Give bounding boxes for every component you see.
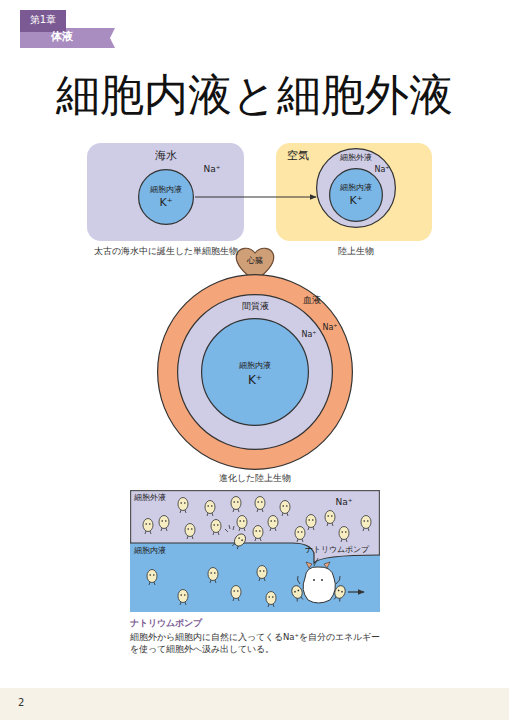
ion-label: Na⁺ [204,164,221,174]
interstitial-ring: 間質液 Na⁺ 細胞内液 K⁺ [177,294,333,450]
node-label: 心臓 [247,256,263,265]
caption: 陸上生物 [338,247,374,257]
node-label: 細胞外液 [340,153,372,162]
cell-circle-outline [201,318,309,426]
ion-label: Na⁺ [322,323,337,332]
node-label: 血液 [303,295,321,305]
node-label: 細胞内液 [340,183,372,192]
title: 細胞内液と細胞外液 [56,70,453,121]
chapter-number: 第1章 [30,14,56,26]
note-body: 細胞外から細胞内に自然に入ってくるNa⁺を自分のエネルギーを使って細胞外へ汲み出… [130,632,388,656]
footer-band [0,688,509,720]
arrow-connector [195,197,316,198]
ion-label: Na⁺ [301,330,316,339]
cell-circle: 細胞内液 K⁺ [201,318,309,426]
ion-label: K⁺ [349,195,362,208]
node-label: 細胞外液 [134,493,166,502]
seawater-box: 海水 Na⁺ 細胞内液 K⁺ [87,143,244,241]
page-number: 2 [18,697,24,709]
caption: 太古の海水中に誕生した単細胞生物 [94,247,238,257]
node-label: 空気 [287,150,309,163]
caption: 進化した陸上生物 [219,474,291,484]
chapter-tab [0,0,140,56]
node-label: 細胞内液 [150,185,182,194]
cell-circle: 細胞内液 K⁺ [329,168,383,222]
blood-ring: 血液 Na⁺ 間質液 Na⁺ 細胞内液 K⁺ [157,274,353,470]
node-label: 海水 [155,150,177,163]
ion-label: Na⁺ [374,165,389,174]
cell-circle: 細胞内液 K⁺ [138,169,194,225]
note-heading: ナトリウムポンプ [130,618,202,628]
node-label: 細胞内液 [134,546,166,555]
ion-label: K⁺ [248,374,262,388]
node-label: 細胞内液 [239,361,271,370]
air-box: 空気 細胞外液Na⁺細胞内液 K⁺ [276,143,432,241]
section-name: 体液 [51,31,73,44]
extracellular-circle: 細胞外液Na⁺細胞内液 K⁺ [316,148,396,228]
node-label: 間質液 [242,301,269,311]
ion-label: Na⁺ [336,497,353,507]
pump-label: ナトリウムポンプ [305,545,369,554]
ion-label: K⁺ [159,197,172,210]
